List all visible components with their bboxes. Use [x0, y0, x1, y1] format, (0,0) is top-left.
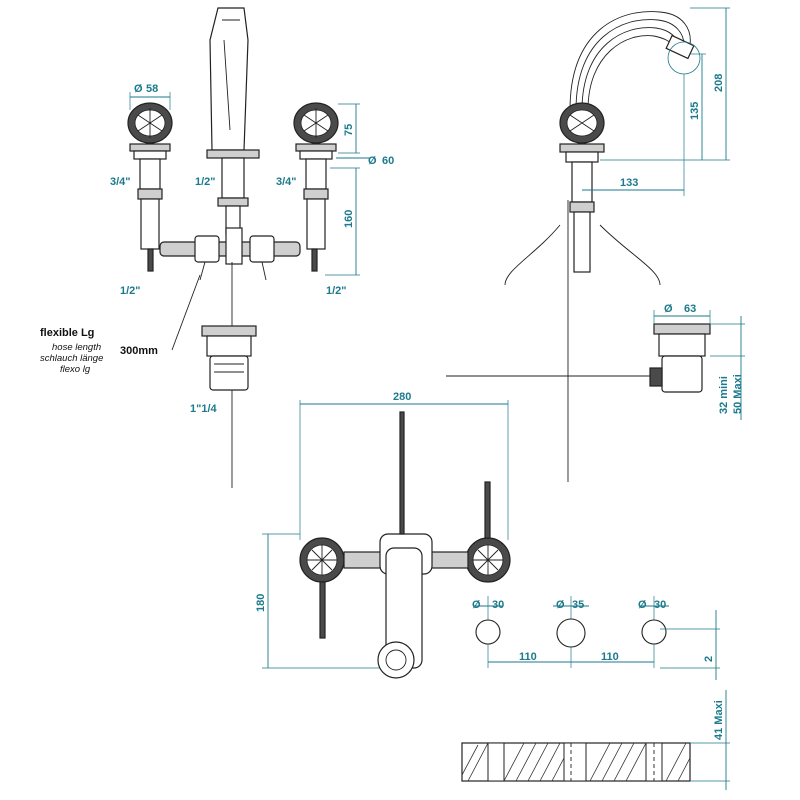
dim-deck-thickness: 41 Maxi — [713, 700, 725, 740]
front-dimensions: Ø 58 75 Ø 60 160 — [129, 83, 394, 276]
dim-base-diameter: 60 — [382, 155, 394, 167]
wall-left-handle — [299, 537, 383, 639]
right-handle — [293, 102, 339, 272]
dim-spout-height: 208 — [713, 74, 725, 92]
hose-length-en: hose length — [52, 342, 101, 353]
deck-section — [461, 742, 691, 782]
hole-center — [556, 618, 586, 648]
side-handle — [559, 102, 605, 273]
inlet-right-bottom-label: 1/2" — [326, 285, 347, 297]
dim-handle-symbol: Ø — [134, 83, 143, 95]
hole-center-diameter: 35 — [572, 599, 584, 611]
dim-waste-diameter: 63 — [684, 303, 696, 315]
inlet-left-top-label: 3/4" — [110, 176, 131, 188]
manifold — [159, 227, 301, 281]
dim-spout-reach: 133 — [620, 177, 638, 189]
hose-length-it: flexo lg — [60, 364, 91, 375]
spout — [206, 7, 260, 235]
dim-body-depth: 160 — [343, 210, 355, 228]
wall-elevation-view: 280 180 — [255, 391, 511, 679]
dim-handle-diameter: 58 — [146, 83, 158, 95]
hole-right — [641, 619, 667, 645]
hose-length-value: 300mm — [120, 345, 158, 357]
hole-right-symbol: Ø — [638, 599, 647, 611]
dim-waste-symbol: Ø — [664, 303, 673, 315]
front-elevation-view: Ø 58 75 Ø 60 160 3/4" 1/2" 3/4" 1/2" 1/2… — [40, 7, 394, 488]
drilling-template-view: Ø 30 Ø 35 Ø 30 110 110 2 — [461, 596, 730, 790]
dim-front-height: 180 — [255, 594, 267, 612]
waste-size-label: 1"1/4 — [190, 403, 218, 415]
dim-base-symbol: Ø — [368, 155, 377, 167]
dim-hole-offset: 2 — [703, 656, 715, 662]
hose-length-de: schlauch länge — [40, 353, 103, 364]
hole-center-symbol: Ø — [556, 599, 565, 611]
hole-right-diameter: 30 — [654, 599, 666, 611]
dim-spout-reach-height: 135 — [689, 102, 701, 120]
flexible-title: flexible Lg — [40, 327, 94, 339]
hole-left-symbol: Ø — [472, 599, 481, 611]
dim-waste-range-min: 32 mini — [718, 376, 730, 414]
dim-spacing-right: 110 — [601, 651, 619, 663]
wall-spout-body — [377, 411, 433, 679]
hole-left — [475, 619, 501, 645]
dim-handle-height: 75 — [343, 124, 355, 136]
side-spout — [569, 11, 701, 111]
dim-spacing-left: 110 — [519, 651, 537, 663]
left-handle — [127, 102, 173, 272]
inlet-right-top-label: 3/4" — [276, 176, 297, 188]
dim-waste-range-max: 50 Maxi — [732, 374, 744, 414]
wall-right-handle — [429, 481, 511, 583]
hole-left-diameter: 30 — [492, 599, 504, 611]
side-elevation-view: 208 135 133 Ø 63 32 mini 50 Maxi — [446, 7, 745, 482]
side-dimensions: 208 135 133 Ø 63 32 mini 50 Maxi — [582, 7, 745, 420]
inlet-center-top-label: 1/2" — [195, 176, 216, 188]
side-waste — [649, 323, 711, 393]
dim-overall-width: 280 — [393, 391, 411, 403]
inlet-left-bottom-label: 1/2" — [120, 285, 141, 297]
pop-up-waste — [201, 325, 257, 391]
